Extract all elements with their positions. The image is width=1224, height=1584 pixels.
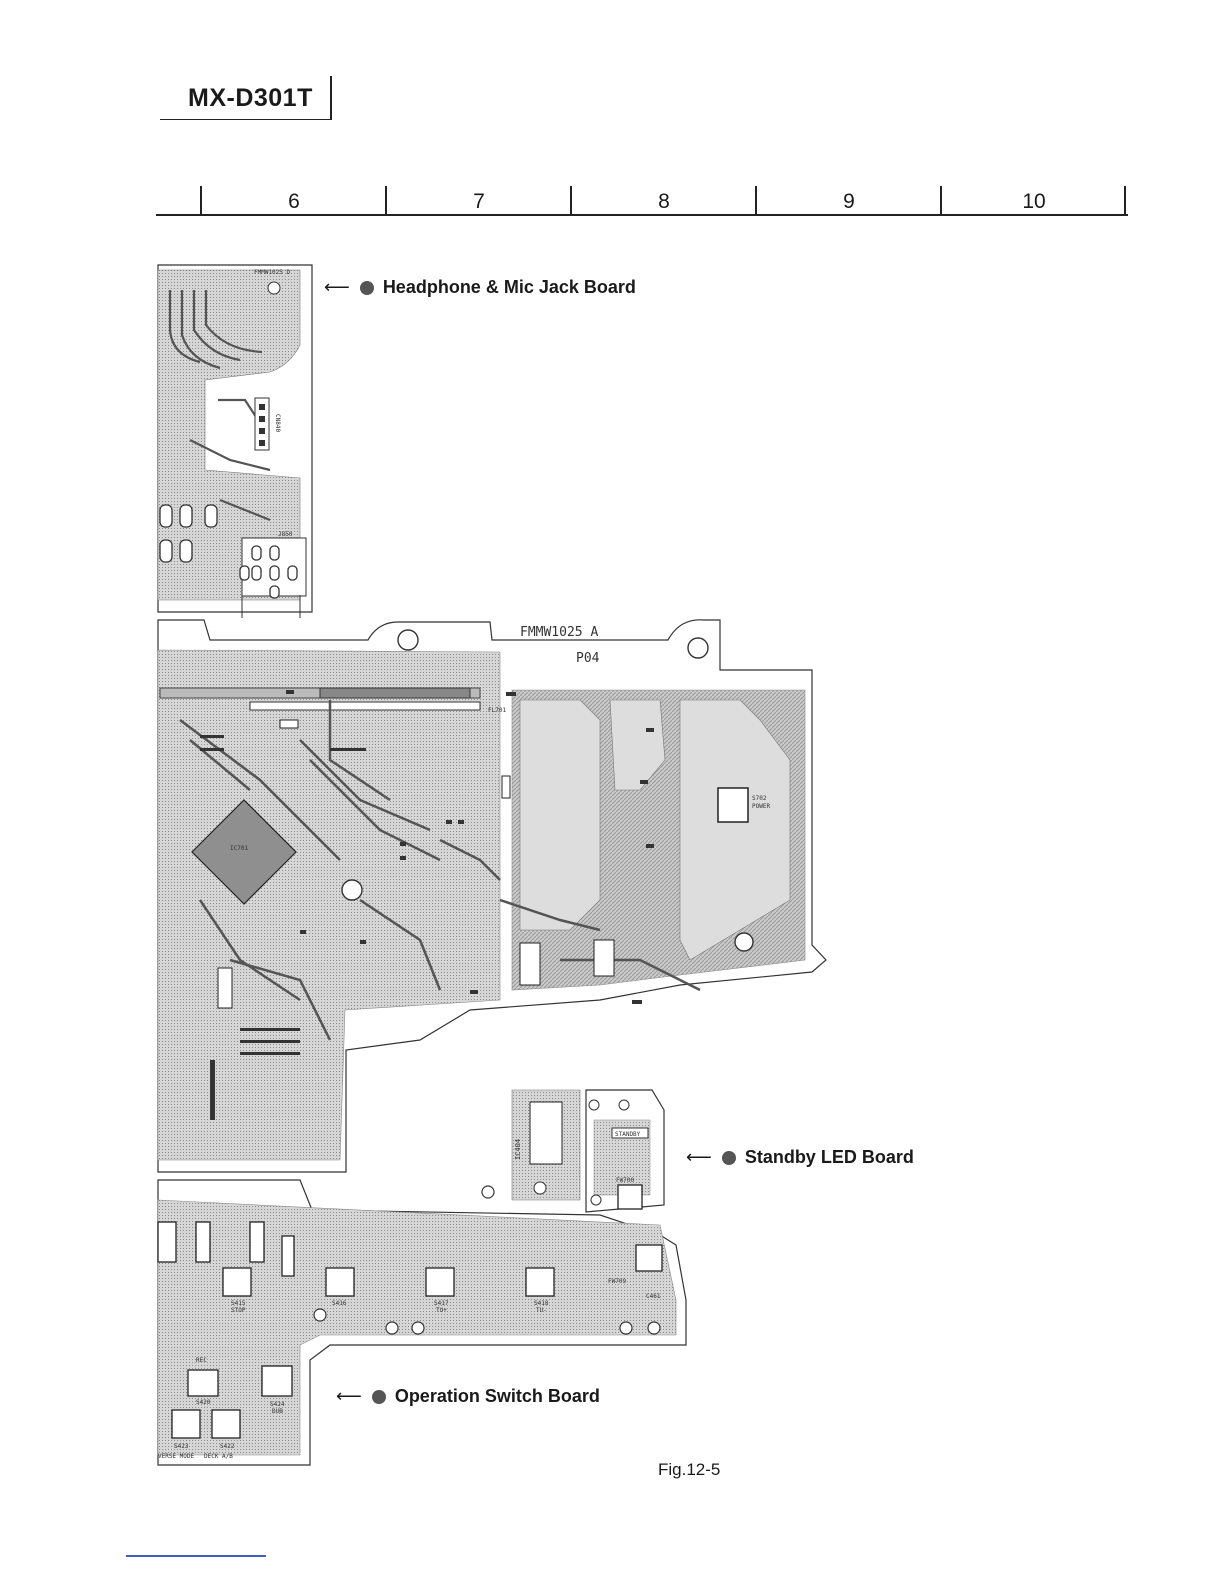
- operation-board-callout: ⟵ Operation Switch Board: [336, 1386, 600, 1407]
- ic701-label: IC701: [230, 845, 248, 852]
- switch-s423: [172, 1410, 200, 1438]
- s418-name: TU-: [536, 1307, 547, 1314]
- switch-s417: [426, 1268, 454, 1296]
- arrow-left-icon: ⟵: [686, 1147, 712, 1168]
- standby-board-callout: ⟵ Standby LED Board: [686, 1147, 914, 1168]
- switch-s416: [326, 1268, 354, 1296]
- s423-ref: S423: [174, 1443, 189, 1450]
- standby-board-label: Standby LED Board: [745, 1147, 914, 1168]
- s415-name: STOP: [231, 1307, 246, 1314]
- main-board-code: FMMW1025 A: [520, 625, 598, 640]
- standby-led-board: STANDBY FW700: [586, 1090, 664, 1212]
- fw700-label: FW700: [616, 1177, 634, 1184]
- switch-s420: [188, 1370, 218, 1396]
- operation-switch-board: S415 STOP S416 S417 TU+ S418 TU- REC S42…: [158, 1180, 686, 1465]
- s415-ref: S415: [231, 1300, 246, 1307]
- jack-board-code: FMMW1025 D: [254, 269, 291, 276]
- jack-cn840-label: CN840: [274, 414, 281, 432]
- c461-label: C461: [646, 1293, 661, 1300]
- s424-ref: S424: [270, 1401, 285, 1408]
- headphone-board-label: Headphone & Mic Jack Board: [383, 277, 636, 298]
- bullet-dot-icon: [372, 1390, 386, 1404]
- s424-name: DUB: [272, 1408, 283, 1415]
- ic404-area: IC404: [512, 1090, 580, 1200]
- switch-s415: [223, 1268, 251, 1296]
- headphone-mic-jack-board: FMMW1025 D J850 CN840: [158, 265, 312, 618]
- s420-ref: S420: [196, 1399, 211, 1406]
- power-switch-name: POWER: [752, 803, 770, 810]
- fl701-label: FL701: [488, 707, 506, 714]
- arrow-left-icon: ⟵: [324, 277, 350, 298]
- power-switch-footprint: [718, 788, 748, 822]
- s423-name: VERSE MODE: [158, 1453, 195, 1460]
- main-board-sub: P04: [576, 651, 600, 666]
- figure-caption: Fig.12-5: [658, 1460, 720, 1480]
- s422-ref: S422: [220, 1443, 235, 1450]
- s417-name: TU+: [436, 1307, 447, 1314]
- fw709-connector: [636, 1245, 662, 1271]
- main-board: FMMW1025 A P04 IC701 S702 POWER FL701: [158, 620, 826, 1172]
- bottom-rule: [126, 1555, 266, 1557]
- switch-s422: [212, 1410, 240, 1438]
- s422-name: DECK A/B: [204, 1453, 233, 1460]
- power-switch-ref: S702: [752, 795, 767, 802]
- headphone-board-callout: ⟵ Headphone & Mic Jack Board: [324, 277, 636, 298]
- operation-board-label: Operation Switch Board: [395, 1386, 600, 1407]
- s417-ref: S417: [434, 1300, 449, 1307]
- jack-j850-label: J850: [278, 531, 293, 538]
- arrow-left-icon: ⟵: [336, 1386, 362, 1407]
- s418-ref: S418: [534, 1300, 549, 1307]
- fw709-label: FW709: [608, 1278, 626, 1285]
- standby-tag: STANDBY: [615, 1131, 641, 1138]
- switch-s418: [526, 1268, 554, 1296]
- bullet-dot-icon: [722, 1151, 736, 1165]
- s420-name: REC: [196, 1357, 207, 1364]
- bullet-dot-icon: [360, 281, 374, 295]
- switch-s424: [262, 1366, 292, 1396]
- s416-ref: S416: [332, 1300, 347, 1307]
- ic404-label: IC404: [514, 1139, 522, 1160]
